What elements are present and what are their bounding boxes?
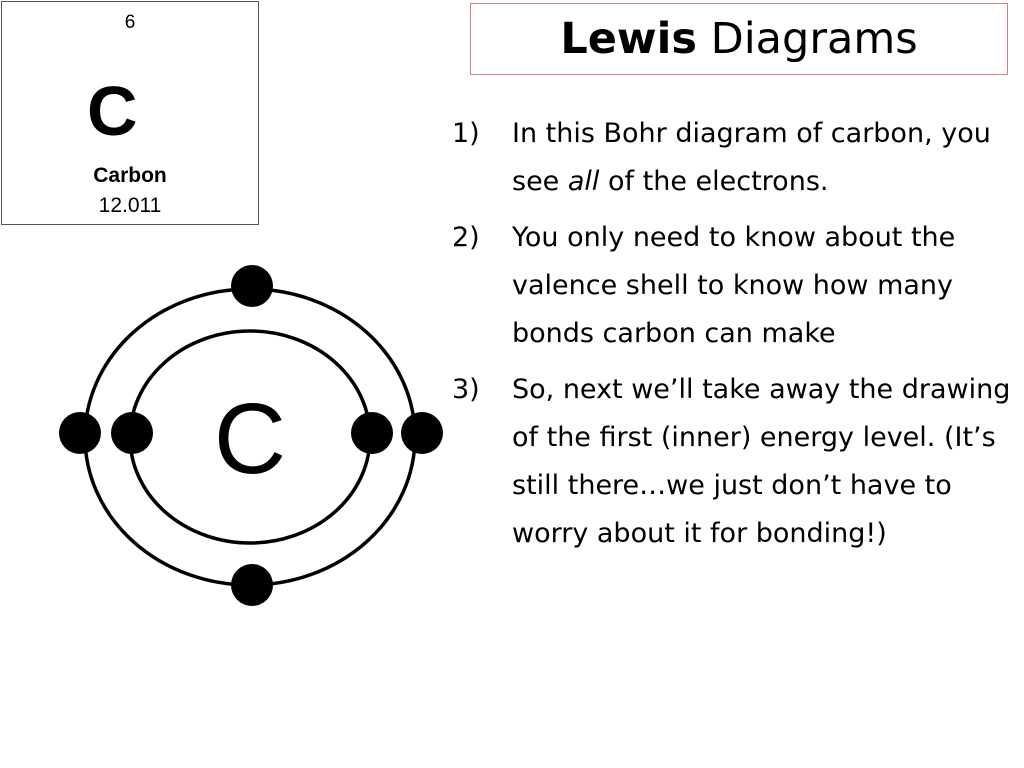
- point-text-part: of the electrons.: [599, 166, 829, 197]
- atomic-number: 6: [124, 12, 136, 33]
- electron: [59, 412, 101, 454]
- point-number: 2): [452, 222, 480, 253]
- point-number: 3): [452, 374, 480, 405]
- electron: [231, 265, 273, 307]
- electron: [231, 564, 273, 606]
- atomic-mass: 12.011: [98, 194, 162, 217]
- point-text: In this Bohr diagram of carbon, you see …: [512, 118, 991, 197]
- element-tile: 6 C Carbon 12.011: [1, 1, 259, 225]
- point-item-3: 3) So, next we’ll take away the drawing …: [452, 366, 1012, 558]
- electron: [111, 412, 153, 454]
- electron: [401, 412, 443, 454]
- nucleus-symbol: C: [214, 383, 286, 495]
- point-emphasis: all: [567, 166, 600, 197]
- title-bold-part: Lewis: [560, 14, 697, 64]
- title-rest: Diagrams: [696, 14, 918, 64]
- element-name: Carbon: [93, 164, 167, 187]
- point-text: So, next we’ll take away the drawing of …: [512, 374, 1011, 549]
- electron-group: [59, 265, 443, 606]
- point-number: 1): [452, 118, 480, 149]
- slide-title: Lewis Diagrams: [470, 3, 1008, 75]
- point-text: You only need to know about the valence …: [512, 222, 956, 349]
- point-text-part: In this Bohr diagram of carbon, you see: [512, 118, 991, 197]
- point-item-2: 2) You only need to know about the valen…: [452, 214, 1012, 358]
- bohr-diagram: C: [59, 265, 443, 606]
- electron: [351, 412, 393, 454]
- point-item-1: 1) In this Bohr diagram of carbon, you s…: [452, 110, 1012, 206]
- point-list: 1) In this Bohr diagram of carbon, you s…: [452, 110, 1012, 566]
- element-symbol: C: [87, 72, 138, 150]
